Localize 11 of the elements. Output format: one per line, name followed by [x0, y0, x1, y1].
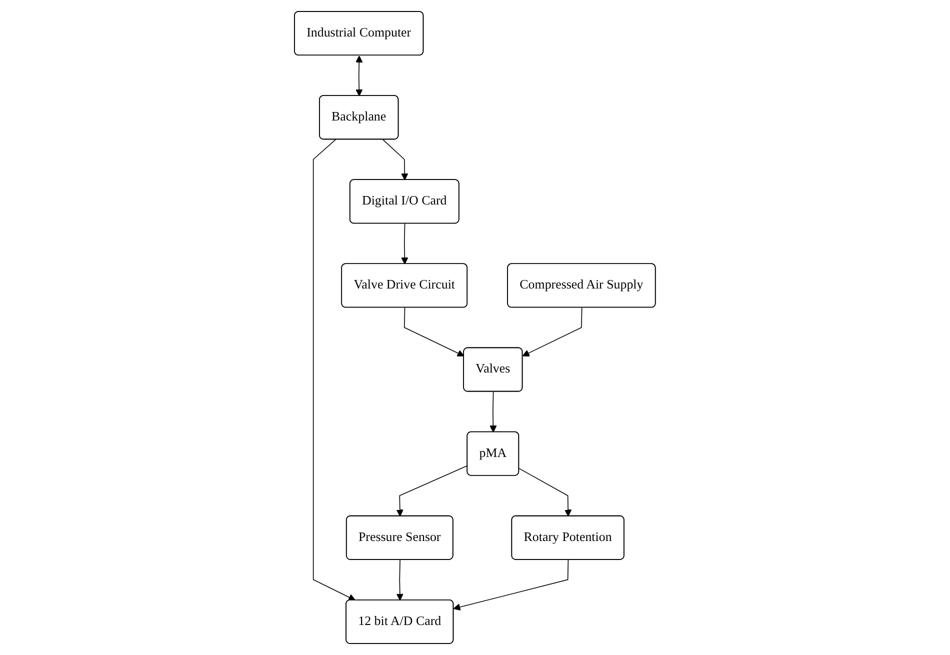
- arrow: [518, 468, 572, 517]
- arrow: [313, 139, 356, 601]
- arrow: [490, 391, 497, 432]
- arrow: [401, 223, 408, 264]
- arrow: [396, 465, 468, 517]
- arrow: [382, 139, 408, 180]
- arrow: [396, 559, 404, 601]
- arrow: [453, 559, 569, 611]
- arrow: [356, 56, 363, 96]
- arrow: [522, 307, 582, 356]
- arrow: [404, 307, 464, 356]
